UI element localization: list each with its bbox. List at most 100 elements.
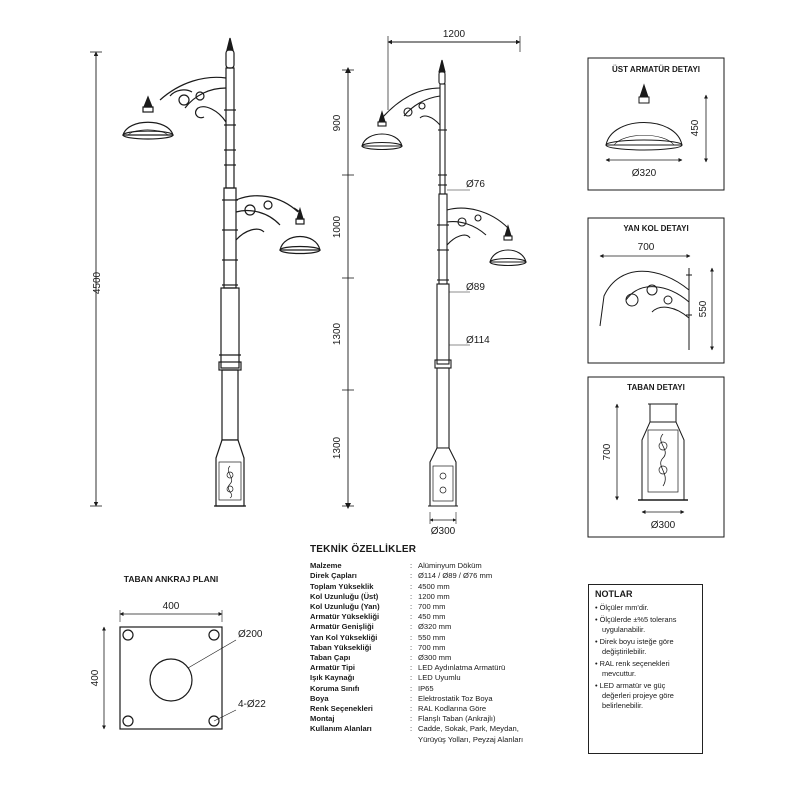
spec-colon: :: [410, 642, 413, 652]
spec-key: Armatür Tipi: [310, 663, 356, 673]
dim-seg-1300-upper: 1300: [332, 322, 343, 345]
spec-value: 700 mm: [418, 602, 446, 612]
spec-row: Işık Kaynağı: LED Uyumlu: [310, 673, 580, 683]
specs-title: TEKNİK ÖZELLİKLER: [310, 544, 417, 555]
spec-key: Kullanım Alanları: [310, 724, 372, 734]
dim-d89: Ø89: [466, 282, 485, 293]
dim-arm-width: 1200: [443, 29, 466, 40]
dim-seg-1300-lower: 1300: [332, 436, 343, 459]
spec-key: Kol Uzunluğu (Üst): [310, 591, 379, 601]
spec-value: 700 mm: [418, 642, 446, 652]
spec-colon: :: [410, 704, 413, 714]
spec-colon: :: [410, 724, 413, 734]
spec-colon: :: [410, 653, 413, 663]
note-item: • RAL renk seçenekleri mevcuttur.: [595, 659, 670, 678]
note-item: • LED armatür ve güç değerleri projeye g…: [595, 681, 674, 710]
side-detail-title: YAN KOL DETAYI: [623, 224, 688, 233]
spec-row: Boya: Elektrostatik Toz Boya: [310, 694, 580, 704]
spec-colon: :: [410, 591, 413, 601]
spec-row: Montaj:Flanşlı Taban (Ankrajlı): [310, 714, 580, 724]
base-detail-height: 700: [602, 443, 613, 460]
spec-key: Taban Yüksekliği: [310, 642, 372, 652]
spec-value: Ø114 / Ø89 / Ø76 mm: [418, 571, 493, 581]
top-detail-diam: Ø320: [632, 168, 657, 179]
anchor-plan-hole: Ø200: [238, 629, 263, 640]
spec-key: Işık Kaynağı: [310, 673, 355, 683]
spec-key: Armatür Genişliği: [310, 622, 374, 632]
spec-value: 1200 mm: [418, 591, 450, 601]
spec-colon: [410, 735, 418, 745]
spec-colon: :: [410, 683, 413, 693]
spec-colon: :: [410, 693, 413, 703]
spec-colon: :: [410, 602, 413, 612]
spec-value: Ø320 mm: [418, 622, 452, 632]
technical-specs: TEKNİK ÖZELLİKLER Malzeme: Alüminyum Dökü…: [310, 544, 580, 745]
top-lamp-detail-box: [587, 57, 725, 191]
spec-row: Koruma Sınıfı: IP65: [310, 684, 580, 694]
spec-colon: :: [410, 612, 413, 622]
spec-value: RAL Kodlarına Göre: [418, 704, 487, 714]
spec-row: Malzeme: Alüminyum Döküm: [310, 561, 580, 571]
side-detail-width: 700: [638, 242, 655, 253]
spec-colon: :: [410, 581, 413, 591]
spec-key: [310, 735, 410, 745]
spec-value: LED Uyumlu: [418, 673, 461, 683]
spec-colon: :: [410, 663, 413, 673]
spec-row: Yürüyüş Yolları, Peyzaj Alanları: [310, 735, 580, 745]
top-detail-title: ÜST ARMATÜR DETAYI: [612, 65, 700, 74]
top-detail-height: 450: [690, 119, 701, 136]
spec-key: Koruma Sınıfı: [310, 683, 360, 693]
base-detail-box: [587, 376, 725, 538]
spec-value: Ø300 mm: [418, 653, 452, 663]
side-detail-height: 550: [698, 300, 709, 317]
spec-key: Taban Çapı: [310, 653, 351, 663]
middle-pole-elevation: [342, 36, 527, 524]
spec-row: Kol Uzunluğu (Üst):1200 mm: [310, 592, 580, 602]
spec-colon: :: [410, 561, 413, 571]
dim-seg-900: 900: [332, 114, 343, 131]
spec-row: Armatür Tipi:LED Aydınlatma Armatürü: [310, 663, 580, 673]
spec-key: Armatür Yüksekliği: [310, 612, 380, 622]
spec-row: Taban Çapı: Ø300 mm: [310, 653, 580, 663]
left-pole-elevation: [90, 37, 321, 507]
note-item: • Direk boyu isteğe göre değiştirilebili…: [595, 637, 674, 656]
notes-title: NOTLAR: [595, 589, 633, 599]
spec-value: Alüminyum Döküm: [418, 561, 482, 571]
spec-row: Taban Yüksekliği:700 mm: [310, 643, 580, 653]
dim-base-diam: Ø300: [431, 526, 456, 537]
spec-value: Elektrostatik Toz Boya: [418, 693, 493, 703]
anchor-plan: [102, 610, 237, 730]
anchor-plan-bolts: 4-Ø22: [238, 699, 266, 710]
spec-row: Direk Çapları:Ø114 / Ø89 / Ø76 mm: [310, 571, 580, 581]
base-detail-diam: Ø300: [651, 520, 676, 531]
note-item: • Ölçülerde ±%5 tolerans uygulanabilir.: [595, 615, 677, 634]
spec-value: 450 mm: [418, 612, 446, 622]
spec-value: 4500 mm: [418, 581, 450, 591]
spec-row: Kol Uzunluğu (Yan):700 mm: [310, 602, 580, 612]
spec-colon: :: [410, 571, 413, 581]
dim-seg-1000: 1000: [332, 215, 343, 238]
spec-row: Armatür Genişliği:Ø320 mm: [310, 622, 580, 632]
anchor-plan-title: TABAN ANKRAJ PLANI: [124, 574, 218, 584]
spec-colon: :: [410, 714, 413, 724]
spec-key: Boya: [310, 693, 329, 703]
spec-key: Renk Seçenekleri: [310, 704, 373, 714]
side-arm-detail-box: [587, 217, 725, 364]
anchor-plan-height: 400: [90, 669, 101, 686]
spec-value: 550 mm: [418, 632, 446, 642]
spec-value: IP65: [418, 683, 434, 693]
dim-total-height: 4500: [92, 271, 103, 294]
spec-colon: :: [410, 673, 413, 683]
spec-row: Armatür Yüksekliği:450 mm: [310, 612, 580, 622]
spec-value: Yürüyüş Yolları, Peyzaj Alanları: [418, 734, 524, 744]
spec-colon: :: [410, 632, 413, 642]
spec-key: Yan Kol Yüksekliği: [310, 632, 378, 642]
spec-value: Cadde, Sokak, Park, Meydan,: [418, 724, 519, 734]
base-detail-title: TABAN DETAYI: [627, 383, 685, 392]
spec-row: Toplam Yükseklik:4500 mm: [310, 582, 580, 592]
dim-d114: Ø114: [466, 335, 490, 346]
spec-key: Malzeme: [310, 561, 342, 571]
note-item: • Ölçüler mm'dir.: [595, 603, 649, 612]
